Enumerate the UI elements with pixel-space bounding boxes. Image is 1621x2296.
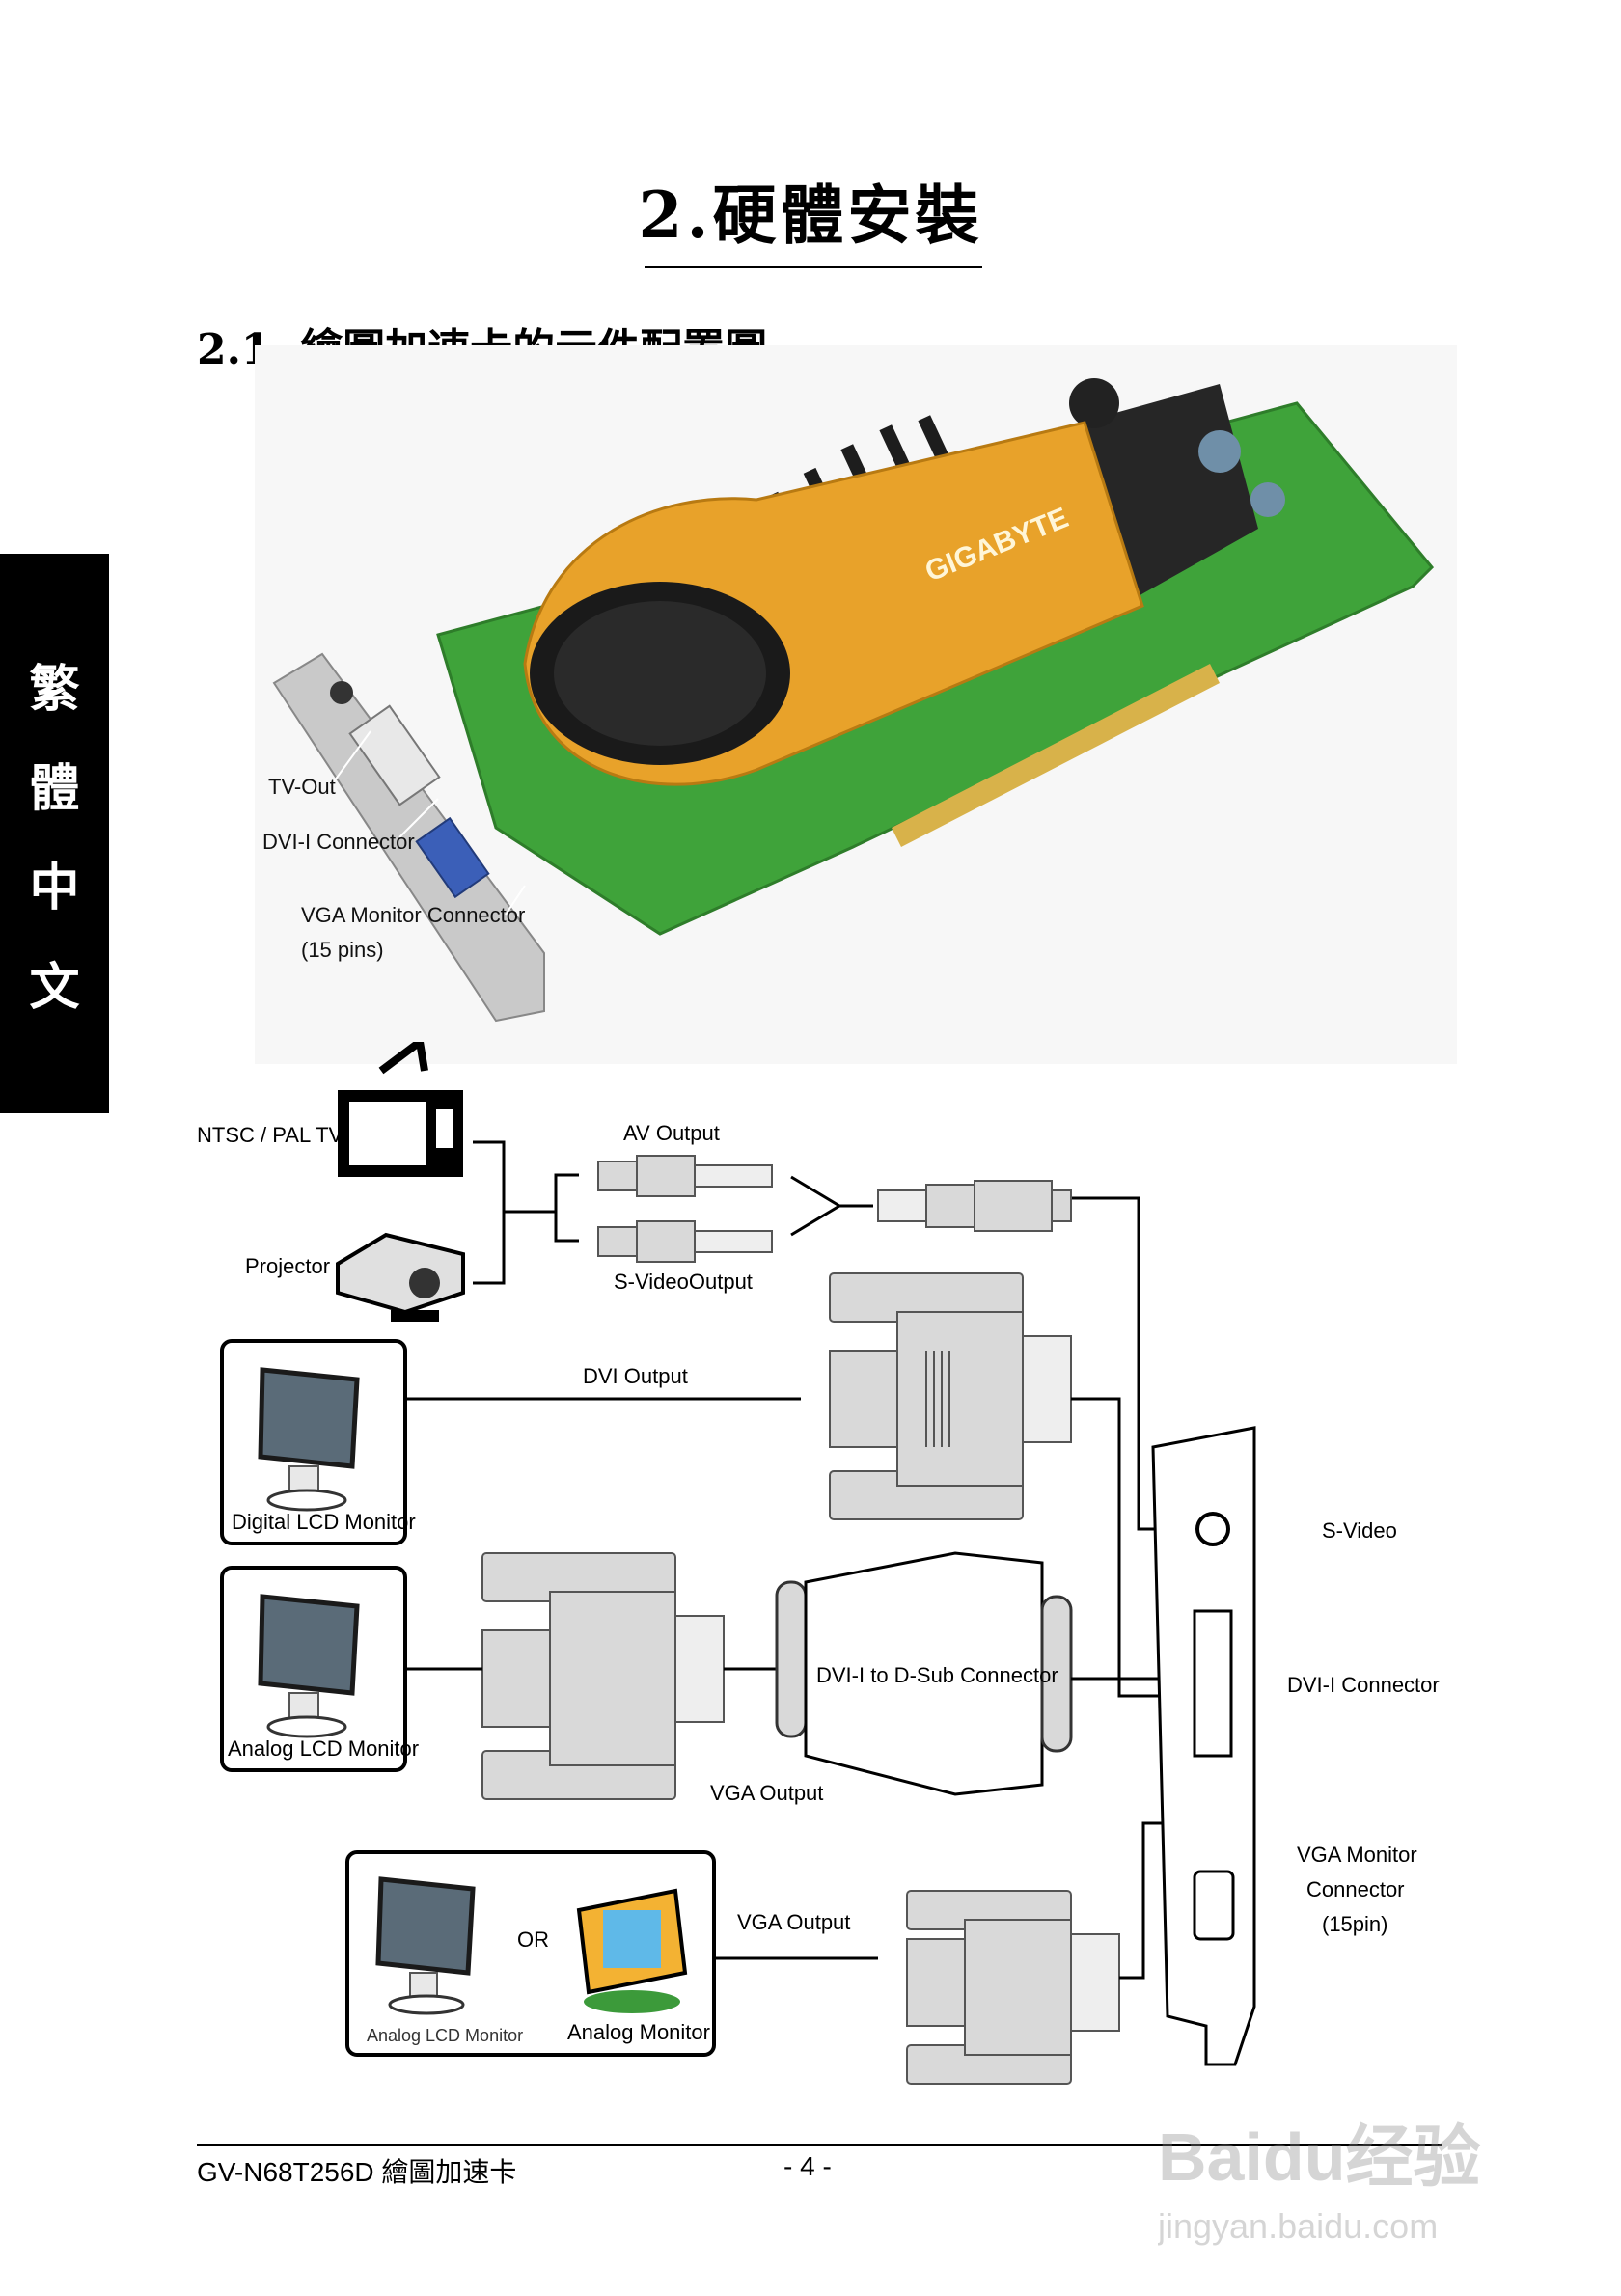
footer-page-number: - 4 - <box>783 2151 832 2181</box>
analog-monitor-label: Analog Monitor <box>567 2020 710 2044</box>
capacitor <box>1069 378 1119 428</box>
card-bracket <box>1151 1426 1256 2066</box>
dvi-output-label: DVI Output <box>583 1364 688 1388</box>
vga-output-label-1: VGA Output <box>710 1781 823 1805</box>
vga-output-label-2: VGA Output <box>737 1910 850 1934</box>
analog-monitor-icon <box>576 1888 688 2013</box>
vga-port <box>415 816 490 899</box>
footer-model: GV-N68T256D 繪圖加速卡 <box>197 2157 517 2187</box>
av-connection-lines <box>473 1140 1168 1531</box>
side-tab-char: 繁 <box>29 660 80 719</box>
vga-port-diagram <box>1193 1870 1235 1941</box>
vga-plug-1 <box>481 1552 725 1800</box>
vga-to-bracket-line <box>1119 1821 1168 1980</box>
dvi-to-bracket-line <box>1071 1397 1168 1698</box>
language-side-tab: 繁 體 中 文 <box>0 554 109 1113</box>
svideo-port <box>1195 1512 1230 1546</box>
vga-plug-2 <box>906 1890 1120 2085</box>
vga-pins-label: (15 pins) <box>301 938 384 962</box>
footer-rule <box>197 2144 1442 2146</box>
tv-icon <box>338 1042 463 1177</box>
svideo-bracket-label: S-Video <box>1322 1518 1397 1543</box>
digital-lcd-label: Digital LCD Monitor <box>232 1510 416 1534</box>
tv-label: NTSC / PAL TV <box>197 1123 343 1147</box>
tv-out-port <box>330 681 353 704</box>
dvi-port <box>348 704 441 806</box>
side-tab-char: 體 <box>29 759 80 818</box>
or-label: OR <box>517 1927 549 1952</box>
analog-lcd-label: Analog LCD Monitor <box>228 1736 419 1761</box>
vga-bracket-label-3: (15pin) <box>1322 1912 1387 1936</box>
svideo-cable-plug <box>877 1180 1072 1232</box>
dvi-port-diagram <box>1193 1609 1233 1758</box>
projector-label: Projector <box>245 1254 330 1278</box>
chapter-title: 2.硬體安裝 <box>638 178 983 253</box>
svideo-output-label: S-VideoOutput <box>614 1270 753 1294</box>
capacitor <box>1250 482 1285 517</box>
title-rule <box>645 266 982 268</box>
projector-icon <box>336 1232 465 1322</box>
vga-bracket-label-2: Connector <box>1306 1877 1405 1901</box>
dvi-bracket-label: DVI-I Connector <box>1287 1673 1440 1697</box>
tv-out-label: TV-Out <box>268 775 336 799</box>
analog-lcd-small-label: Analog LCD Monitor <box>367 2026 523 2045</box>
connection-diagram: NTSC / PAL TV Projector AV Output S-Vide… <box>197 1042 1440 2085</box>
dvi-plug <box>829 1272 1072 1520</box>
svideo-plug <box>597 1220 773 1263</box>
baidu-watermark: Baidu经验 jingyan.baidu.com <box>1158 2119 1480 2246</box>
watermark-brand: Baidu经验 <box>1158 2119 1480 2195</box>
metal-bracket <box>272 652 545 1023</box>
vga-bracket-label-1: VGA Monitor <box>1297 1843 1417 1867</box>
digital-lcd-icon <box>258 1367 360 1512</box>
analog-lcd-icon <box>258 1594 360 1738</box>
vga-connector-label: VGA Monitor Connector <box>301 903 526 927</box>
adapter-label: DVI-I to D-Sub Connector <box>816 1663 1058 1687</box>
analog-lcd-small-icon <box>375 1876 476 2015</box>
side-tab-char: 文 <box>29 958 80 1017</box>
graphics-card-illustration: GIGABYTE <box>272 378 1435 1023</box>
watermark-url: jingyan.baidu.com <box>1158 2206 1438 2246</box>
capacitor <box>1198 430 1241 473</box>
av-output-label: AV Output <box>623 1121 720 1145</box>
graphics-card-photo: GIGABYTE <box>255 345 1457 1064</box>
gold-fingers <box>892 664 1220 847</box>
dvi-to-dsub-adapter <box>775 1551 1073 1796</box>
dvi-connector-label: DVI-I Connector <box>262 830 415 854</box>
av-plug <box>597 1155 773 1197</box>
side-tab-char: 中 <box>29 859 80 917</box>
